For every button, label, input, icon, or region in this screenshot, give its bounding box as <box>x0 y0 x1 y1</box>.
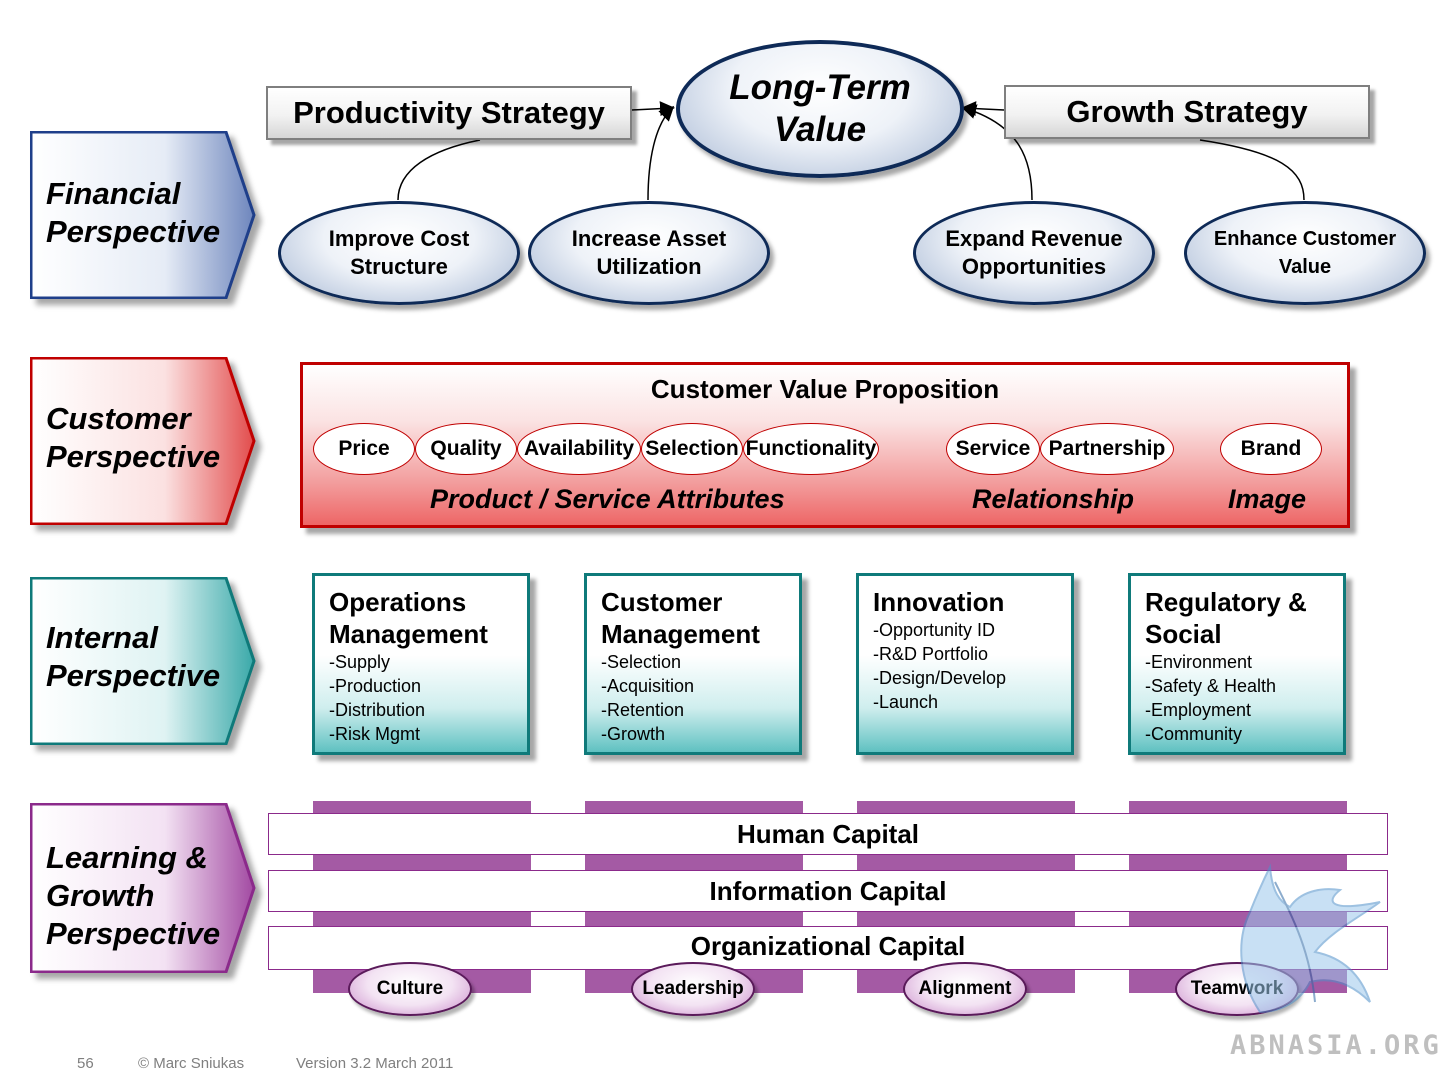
long-term-value-label: Long-Term Value <box>729 68 911 149</box>
process-operations-management: Operations Management -Supply -Productio… <box>312 573 530 755</box>
improve-cost-structure-label: Improve Cost Structure <box>328 226 470 279</box>
increase-asset-utilization-oval: Increase Asset Utilization <box>528 201 770 305</box>
group-image: Image <box>1228 484 1307 514</box>
culture-oval: Culture <box>348 962 472 1016</box>
connector-cost-to-productivity <box>397 139 481 201</box>
increase-asset-utilization-label: Increase Asset Utilization <box>571 226 727 279</box>
process-item: -Environment <box>1145 652 1253 672</box>
learning-growth-perspective-label: Learning & Growth Perspective <box>46 840 221 951</box>
process-item: -Selection <box>601 652 682 672</box>
group-product-service-attributes: Product / Service Attributes <box>430 484 785 514</box>
connector-productivity-to-value <box>631 101 675 117</box>
watermark-text: ABNASIA.ORG <box>1230 1030 1440 1061</box>
financial-connectors <box>397 101 1305 201</box>
customer-perspective-chevron: Customer Perspective <box>30 357 260 525</box>
internal-perspective-chevron: Internal Perspective <box>30 577 260 745</box>
process-innovation: Innovation -Opportunity ID -R&D Portfoli… <box>856 573 1074 755</box>
process-item: -Production <box>329 676 422 696</box>
process-item: -Opportunity ID <box>873 620 996 640</box>
process-regulatory-social: Regulatory & Social -Environment -Safety… <box>1128 573 1346 755</box>
customer-value-proposition-title: Customer Value Proposition <box>650 374 1000 404</box>
customer-perspective-label: Customer Perspective <box>46 401 221 474</box>
enhance-customer-value-label: Enhance Customer Value <box>1213 228 1397 278</box>
enhance-customer-value-oval: Enhance Customer Value <box>1184 201 1426 305</box>
footer-version: Version 3.2 March 2011 <box>296 1055 454 1072</box>
attribute-service: Service <box>946 423 1040 475</box>
process-item: -Launch <box>873 692 939 712</box>
footer-page-number: 56 <box>77 1055 94 1072</box>
process-item: -Safety & Health <box>1145 676 1277 696</box>
growth-strategy-box: Growth Strategy <box>1004 85 1370 139</box>
process-item: -Retention <box>601 700 685 720</box>
process-item: -Growth <box>601 724 666 744</box>
connector-customer-value-to-growth <box>1199 139 1305 201</box>
financial-perspective-chevron: Financial Perspective <box>30 131 260 299</box>
attribute-selection: Selection <box>641 423 743 475</box>
process-item: -Design/Develop <box>873 668 1007 688</box>
learning-growth-perspective-chevron: Learning & Growth Perspective <box>30 803 260 973</box>
alignment-oval: Alignment <box>903 962 1027 1016</box>
connector-revenue-to-value <box>961 104 1033 201</box>
human-capital-bar: Human Capital <box>268 813 1388 855</box>
attribute-functionality: Functionality <box>743 423 879 475</box>
leadership-oval: Leadership <box>631 962 755 1016</box>
process-title: Operations Management <box>329 587 488 649</box>
long-term-value-oval: Long-Term Value <box>676 40 964 178</box>
attribute-availability: Availability <box>517 423 641 475</box>
internal-perspective-label: Internal Perspective <box>46 620 221 693</box>
process-item: -Distribution <box>329 700 426 720</box>
process-title: Customer Management <box>601 587 760 649</box>
process-item: -Community <box>1145 724 1243 744</box>
financial-perspective-label: Financial Perspective <box>46 176 221 249</box>
footer-copyright: © Marc Sniukas <box>138 1055 245 1072</box>
attribute-partnership: Partnership <box>1040 423 1174 475</box>
organizational-capital-label: Organizational Capital <box>690 931 966 961</box>
attribute-brand: Brand <box>1220 423 1322 475</box>
process-title: Innovation <box>873 587 1005 617</box>
attribute-quality: Quality <box>415 423 517 475</box>
expand-revenue-opportunities-oval: Expand Revenue Opportunities <box>913 201 1155 305</box>
process-item: -Acquisition <box>601 676 695 696</box>
organizational-capital-bar: Organizational Capital <box>268 926 1388 970</box>
process-title: Regulatory & Social <box>1145 587 1307 649</box>
attribute-price: Price <box>313 423 415 475</box>
productivity-strategy-box: Productivity Strategy <box>266 86 632 140</box>
process-item: -Risk Mgmt <box>329 724 420 744</box>
improve-cost-structure-oval: Improve Cost Structure <box>278 201 520 305</box>
process-item: -Employment <box>1145 700 1252 720</box>
process-item: -R&D Portfolio <box>873 644 989 664</box>
process-item: -Supply <box>329 652 391 672</box>
watermark-bird-logo <box>1240 863 1381 1014</box>
group-relationship: Relationship <box>972 484 1135 514</box>
connector-asset-to-value <box>647 105 675 201</box>
expand-revenue-opportunities-label: Expand Revenue Opportunities <box>945 226 1123 279</box>
information-capital-bar: Information Capital <box>268 870 1388 912</box>
process-customer-management: Customer Management -Selection -Acquisit… <box>584 573 802 755</box>
